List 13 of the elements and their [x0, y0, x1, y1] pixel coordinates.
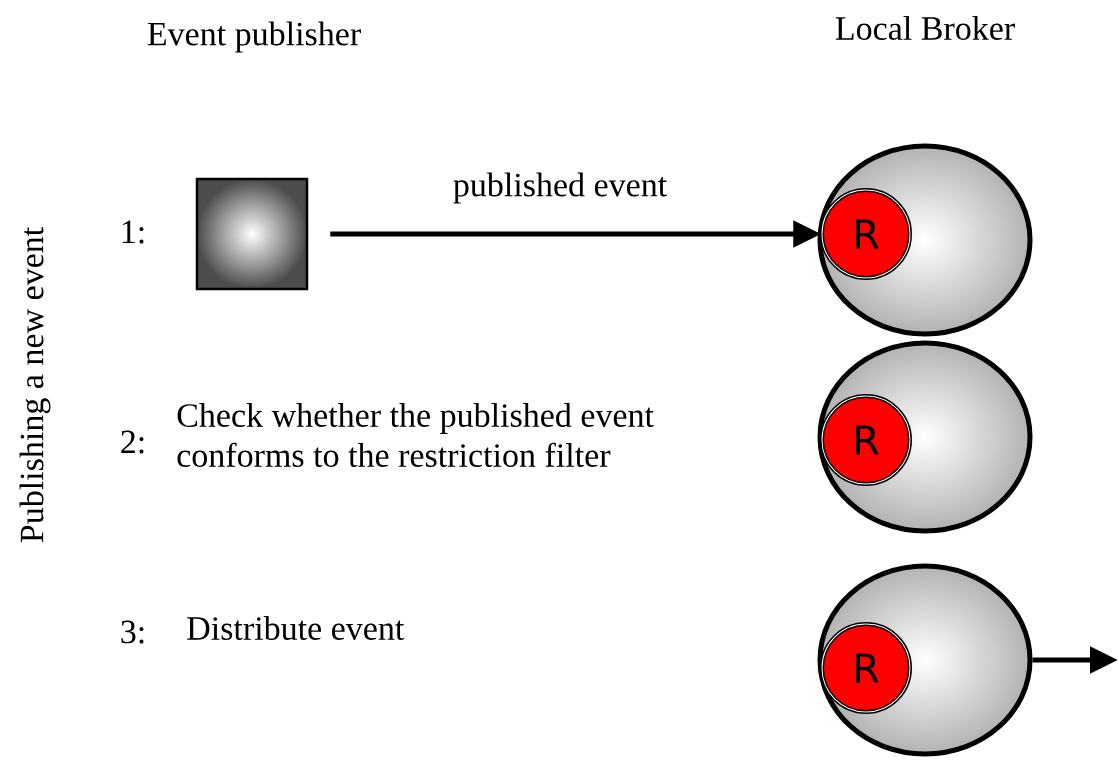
- step-number: 1:: [122, 220, 144, 244]
- edge-label: published event: [451, 171, 669, 205]
- publisher-square: [195, 177, 309, 291]
- broker-circle: [817, 563, 1033, 757]
- column-heading: Event publisher: [147, 21, 361, 53]
- step-number: 2:: [121, 430, 144, 454]
- step-number: 3:: [121, 620, 144, 644]
- column-heading: Local Broker: [835, 16, 1015, 40]
- axis-label: Publishing a new event: [19, 227, 51, 543]
- broker-circle: [817, 143, 1033, 337]
- step-text: Distribute event: [187, 616, 405, 640]
- step-text: Check whether the published event conforms to the restriction filter: [177, 403, 654, 467]
- broker-circle: [817, 340, 1033, 534]
